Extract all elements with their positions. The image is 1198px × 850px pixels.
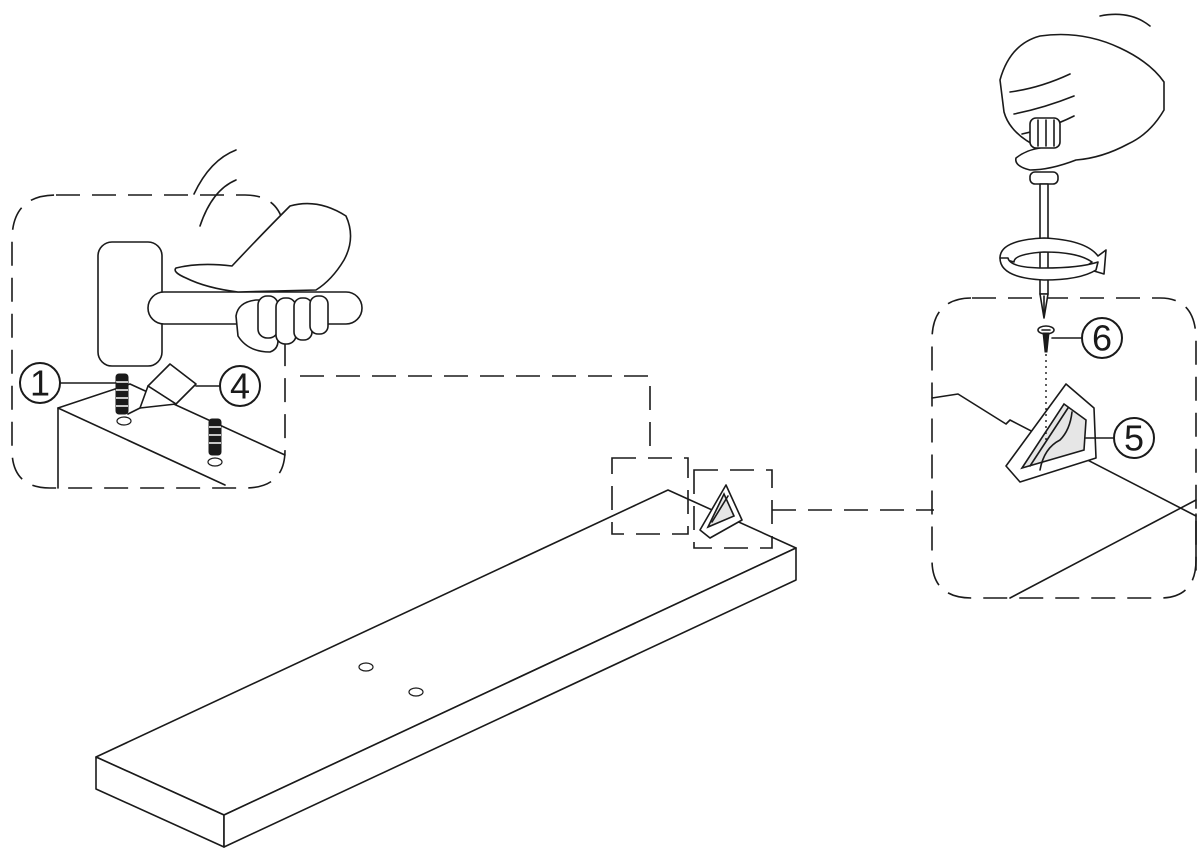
left-inset: 1 4 <box>11 149 363 489</box>
dowel-hole <box>207 457 223 467</box>
corner-bracket-icon <box>699 484 743 539</box>
rotation-arrow-icon <box>999 237 1107 281</box>
screw-icon <box>1037 325 1055 353</box>
callout-4-label: 4 <box>230 366 250 407</box>
corner-bracket-icon <box>1005 383 1097 483</box>
glue-bottle-icon <box>127 363 197 415</box>
dowel-hole <box>358 662 374 672</box>
dowel-hole <box>408 687 424 697</box>
right-inset: 6 5 <box>931 297 1197 599</box>
callout-1: 1 <box>19 362 117 404</box>
hand-icon <box>174 149 352 353</box>
callout-4: 4 <box>195 365 261 407</box>
callout-5-label: 5 <box>1124 418 1144 459</box>
dowel-hole <box>116 416 132 426</box>
callout-6: 6 <box>1051 317 1123 359</box>
connector-left <box>300 375 651 458</box>
hand-icon <box>999 13 1165 171</box>
dowel-icon <box>115 373 129 415</box>
main-board <box>95 489 797 848</box>
callout-6-label: 6 <box>1092 318 1112 359</box>
callout-1-label: 1 <box>30 363 50 404</box>
detail-frame-left <box>611 457 689 535</box>
detail-frame-right <box>693 469 773 549</box>
dowel-icon <box>208 418 222 456</box>
callout-5: 5 <box>1085 417 1155 459</box>
